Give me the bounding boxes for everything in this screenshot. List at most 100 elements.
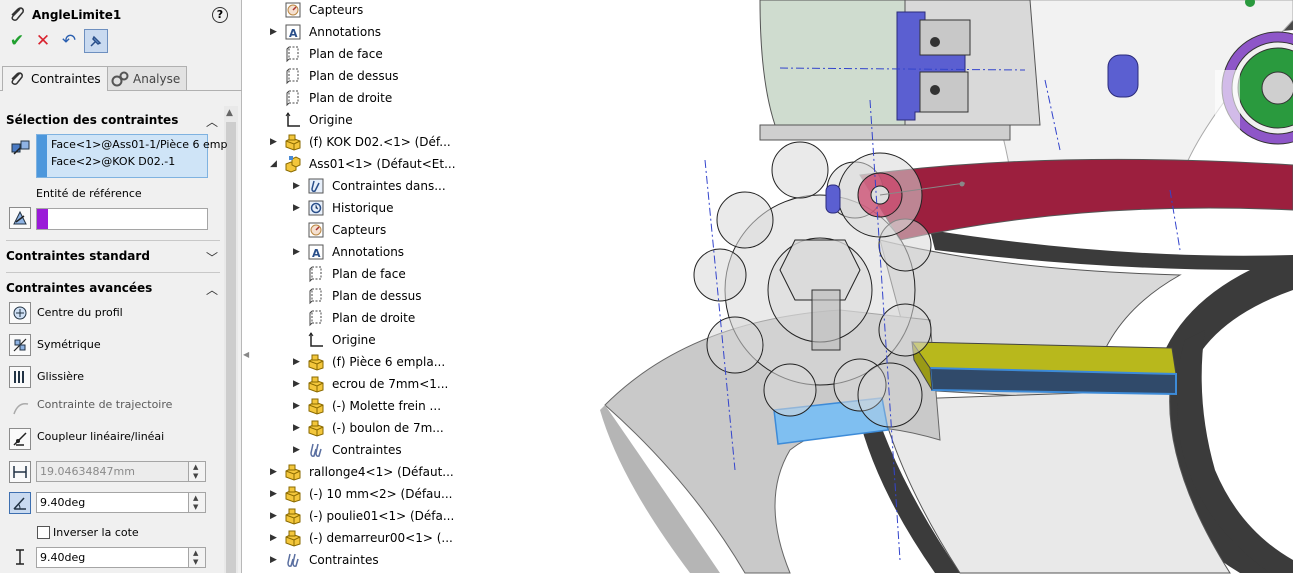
section-selection-header[interactable]: Sélection des contraintes ︿ [6, 113, 218, 129]
profile-center-icon[interactable] [9, 302, 31, 324]
tree-item[interactable]: Capteurs [293, 220, 480, 242]
tree-item[interactable]: ▶(-) 10 mm<2> (Défau... [270, 484, 480, 506]
tree-item[interactable]: Plan de droite [293, 308, 480, 330]
invert-dimension-checkbox[interactable] [37, 526, 50, 539]
gears-icon [111, 71, 129, 87]
expand-arrow-icon[interactable]: ▶ [293, 445, 300, 455]
help-icon[interactable]: ? [212, 7, 228, 23]
symmetric-icon[interactable] [9, 334, 31, 356]
splitter-grip-icon[interactable]: ◀ [243, 350, 250, 359]
symmetric-label[interactable]: Symétrique [37, 338, 101, 351]
ok-check-icon[interactable]: ✔ [9, 31, 25, 51]
expand-arrow-icon[interactable]: ▶ [270, 27, 277, 37]
selection-item[interactable]: Face<1>@Ass01-1/Pièce 6 emp [51, 138, 228, 151]
tree-item[interactable]: ▶(f) Pièce 6 empla... [293, 352, 480, 374]
expand-arrow-icon[interactable]: ▶ [293, 181, 300, 191]
tree-item[interactable]: Plan de face [270, 44, 480, 66]
slot-glissiere-icon[interactable] [9, 366, 31, 388]
distance-icon[interactable] [9, 461, 31, 483]
chevron-down-icon[interactable]: ﹀ [205, 251, 218, 265]
tree-item[interactable]: ▶ Contraintes [293, 440, 480, 462]
cancel-x-icon[interactable]: ✕ [35, 31, 51, 51]
pm-scrollbar[interactable]: ▲ [224, 106, 238, 573]
pushpin-icon[interactable] [84, 29, 108, 53]
origin-icon [284, 111, 302, 129]
tree-item[interactable]: ▶(f) KOK D02.<1> (Déf... [270, 132, 480, 154]
tree-item[interactable]: ▶ecrou de 7mm<1... [293, 374, 480, 396]
pm-title: AngleLimite1 [32, 8, 122, 22]
collapse-arrow-icon[interactable]: ◢ [270, 159, 277, 169]
angle-spinner[interactable]: ▲▼ [188, 493, 205, 512]
tree-item[interactable]: ▶ (-) Molette frein ... [293, 396, 480, 418]
linear-coupler-icon[interactable] [9, 428, 31, 450]
expand-arrow-icon[interactable]: ▶ [270, 489, 277, 499]
expand-arrow-icon[interactable]: ▶ [293, 247, 300, 257]
expand-arrow-icon[interactable]: ▶ [293, 379, 300, 389]
part-icon [284, 529, 302, 547]
angle-min-field[interactable]: 9.40deg ▲▼ [36, 547, 206, 568]
panel-splitter[interactable]: ◀ [242, 0, 250, 573]
tree-item-label: Historique [332, 201, 394, 215]
path-mate-icon [12, 398, 32, 418]
chevron-up-icon[interactable]: ︿ [205, 283, 218, 297]
reference-entity-field[interactable] [36, 208, 208, 230]
tree-item[interactable]: Plan de dessus [293, 286, 480, 308]
angle-max-field[interactable]: 9.40deg ▲▼ [36, 492, 206, 513]
invert-dimension-label[interactable]: Inverser la cote [53, 526, 139, 539]
tree-item[interactable]: ▶(-) poulie01<1> (Défa... [270, 506, 480, 528]
scroll-up-arrow-icon[interactable]: ▲ [226, 108, 233, 118]
plane-icon [307, 265, 325, 283]
tab-contraintes[interactable]: Contraintes [2, 66, 108, 91]
mates-icon [284, 551, 302, 569]
tree-item[interactable]: ▶(-) demarreur00<1> (... [270, 528, 480, 550]
svg-text:A: A [312, 247, 321, 260]
tree-item-label: Contraintes [332, 443, 402, 457]
tree-item[interactable]: Plan de dessus [270, 66, 480, 88]
tree-item-label: (-) Molette frein ... [332, 399, 442, 413]
linear-coupler-label[interactable]: Coupleur linéaire/linéai [37, 430, 165, 443]
expand-arrow-icon[interactable]: ▶ [293, 423, 300, 433]
angle-min-spinner[interactable]: ▲▼ [188, 548, 205, 567]
tree-item[interactable]: Plan de droite [270, 88, 480, 110]
section-advanced-header[interactable]: Contraintes avancées ︿ [6, 281, 218, 297]
tree-item[interactable]: ◢ Ass01<1> (Défaut<Et... [270, 154, 480, 176]
undo-icon[interactable]: ↶ [61, 31, 77, 51]
expand-arrow-icon[interactable]: ▶ [293, 357, 300, 367]
section-standard-header[interactable]: Contraintes standard ﹀ [6, 249, 218, 265]
expand-arrow-icon[interactable]: ▶ [270, 137, 277, 147]
profile-center-label[interactable]: Centre du profil [37, 306, 123, 319]
slot-label[interactable]: Glissière [37, 370, 84, 383]
tree-item[interactable]: ▶rallonge4<1> (Défaut... [270, 462, 480, 484]
tree-item[interactable]: Origine [293, 330, 480, 352]
sensor-icon [284, 1, 302, 19]
tree-item[interactable]: Origine [270, 110, 480, 132]
expand-arrow-icon[interactable]: ▶ [270, 511, 277, 521]
expand-arrow-icon[interactable]: ▶ [270, 555, 277, 565]
plane-icon [284, 89, 302, 107]
angle-limit-icon[interactable] [9, 492, 31, 514]
expand-arrow-icon[interactable]: ▶ [293, 203, 300, 213]
tree-item[interactable]: Plan de face [293, 264, 480, 286]
tree-item[interactable]: ▶Contraintes dans... [293, 176, 480, 198]
plane-icon [307, 309, 325, 327]
scroll-thumb[interactable] [226, 122, 236, 573]
tree-item[interactable]: ▶Contraintes [270, 550, 480, 572]
history-icon [307, 199, 325, 217]
part-icon [307, 375, 325, 393]
selection-item[interactable]: Face<2>@KOK D02.-1 [51, 155, 176, 168]
selection-list[interactable]: Face<1>@Ass01-1/Pièce 6 emp Face<2>@KOK … [36, 134, 227, 178]
tree-item[interactable]: ▶(-) boulon de 7m... [293, 418, 480, 440]
tree-item[interactable]: Capteurs [270, 0, 480, 22]
expand-arrow-icon[interactable]: ▶ [270, 467, 277, 477]
tree-item-label: Ass01<1> (Défaut<Et... [309, 157, 456, 171]
reference-entity-icon[interactable] [9, 207, 31, 229]
chevron-up-icon[interactable]: ︿ [205, 115, 218, 129]
tree-item-label: Capteurs [332, 223, 387, 237]
expand-arrow-icon[interactable]: ▶ [270, 533, 277, 543]
plane-icon [284, 67, 302, 85]
tab-analyse[interactable]: Analyse [104, 66, 188, 90]
tree-item[interactable]: ▶ Historique [293, 198, 480, 220]
expand-arrow-icon[interactable]: ▶ [293, 401, 300, 411]
